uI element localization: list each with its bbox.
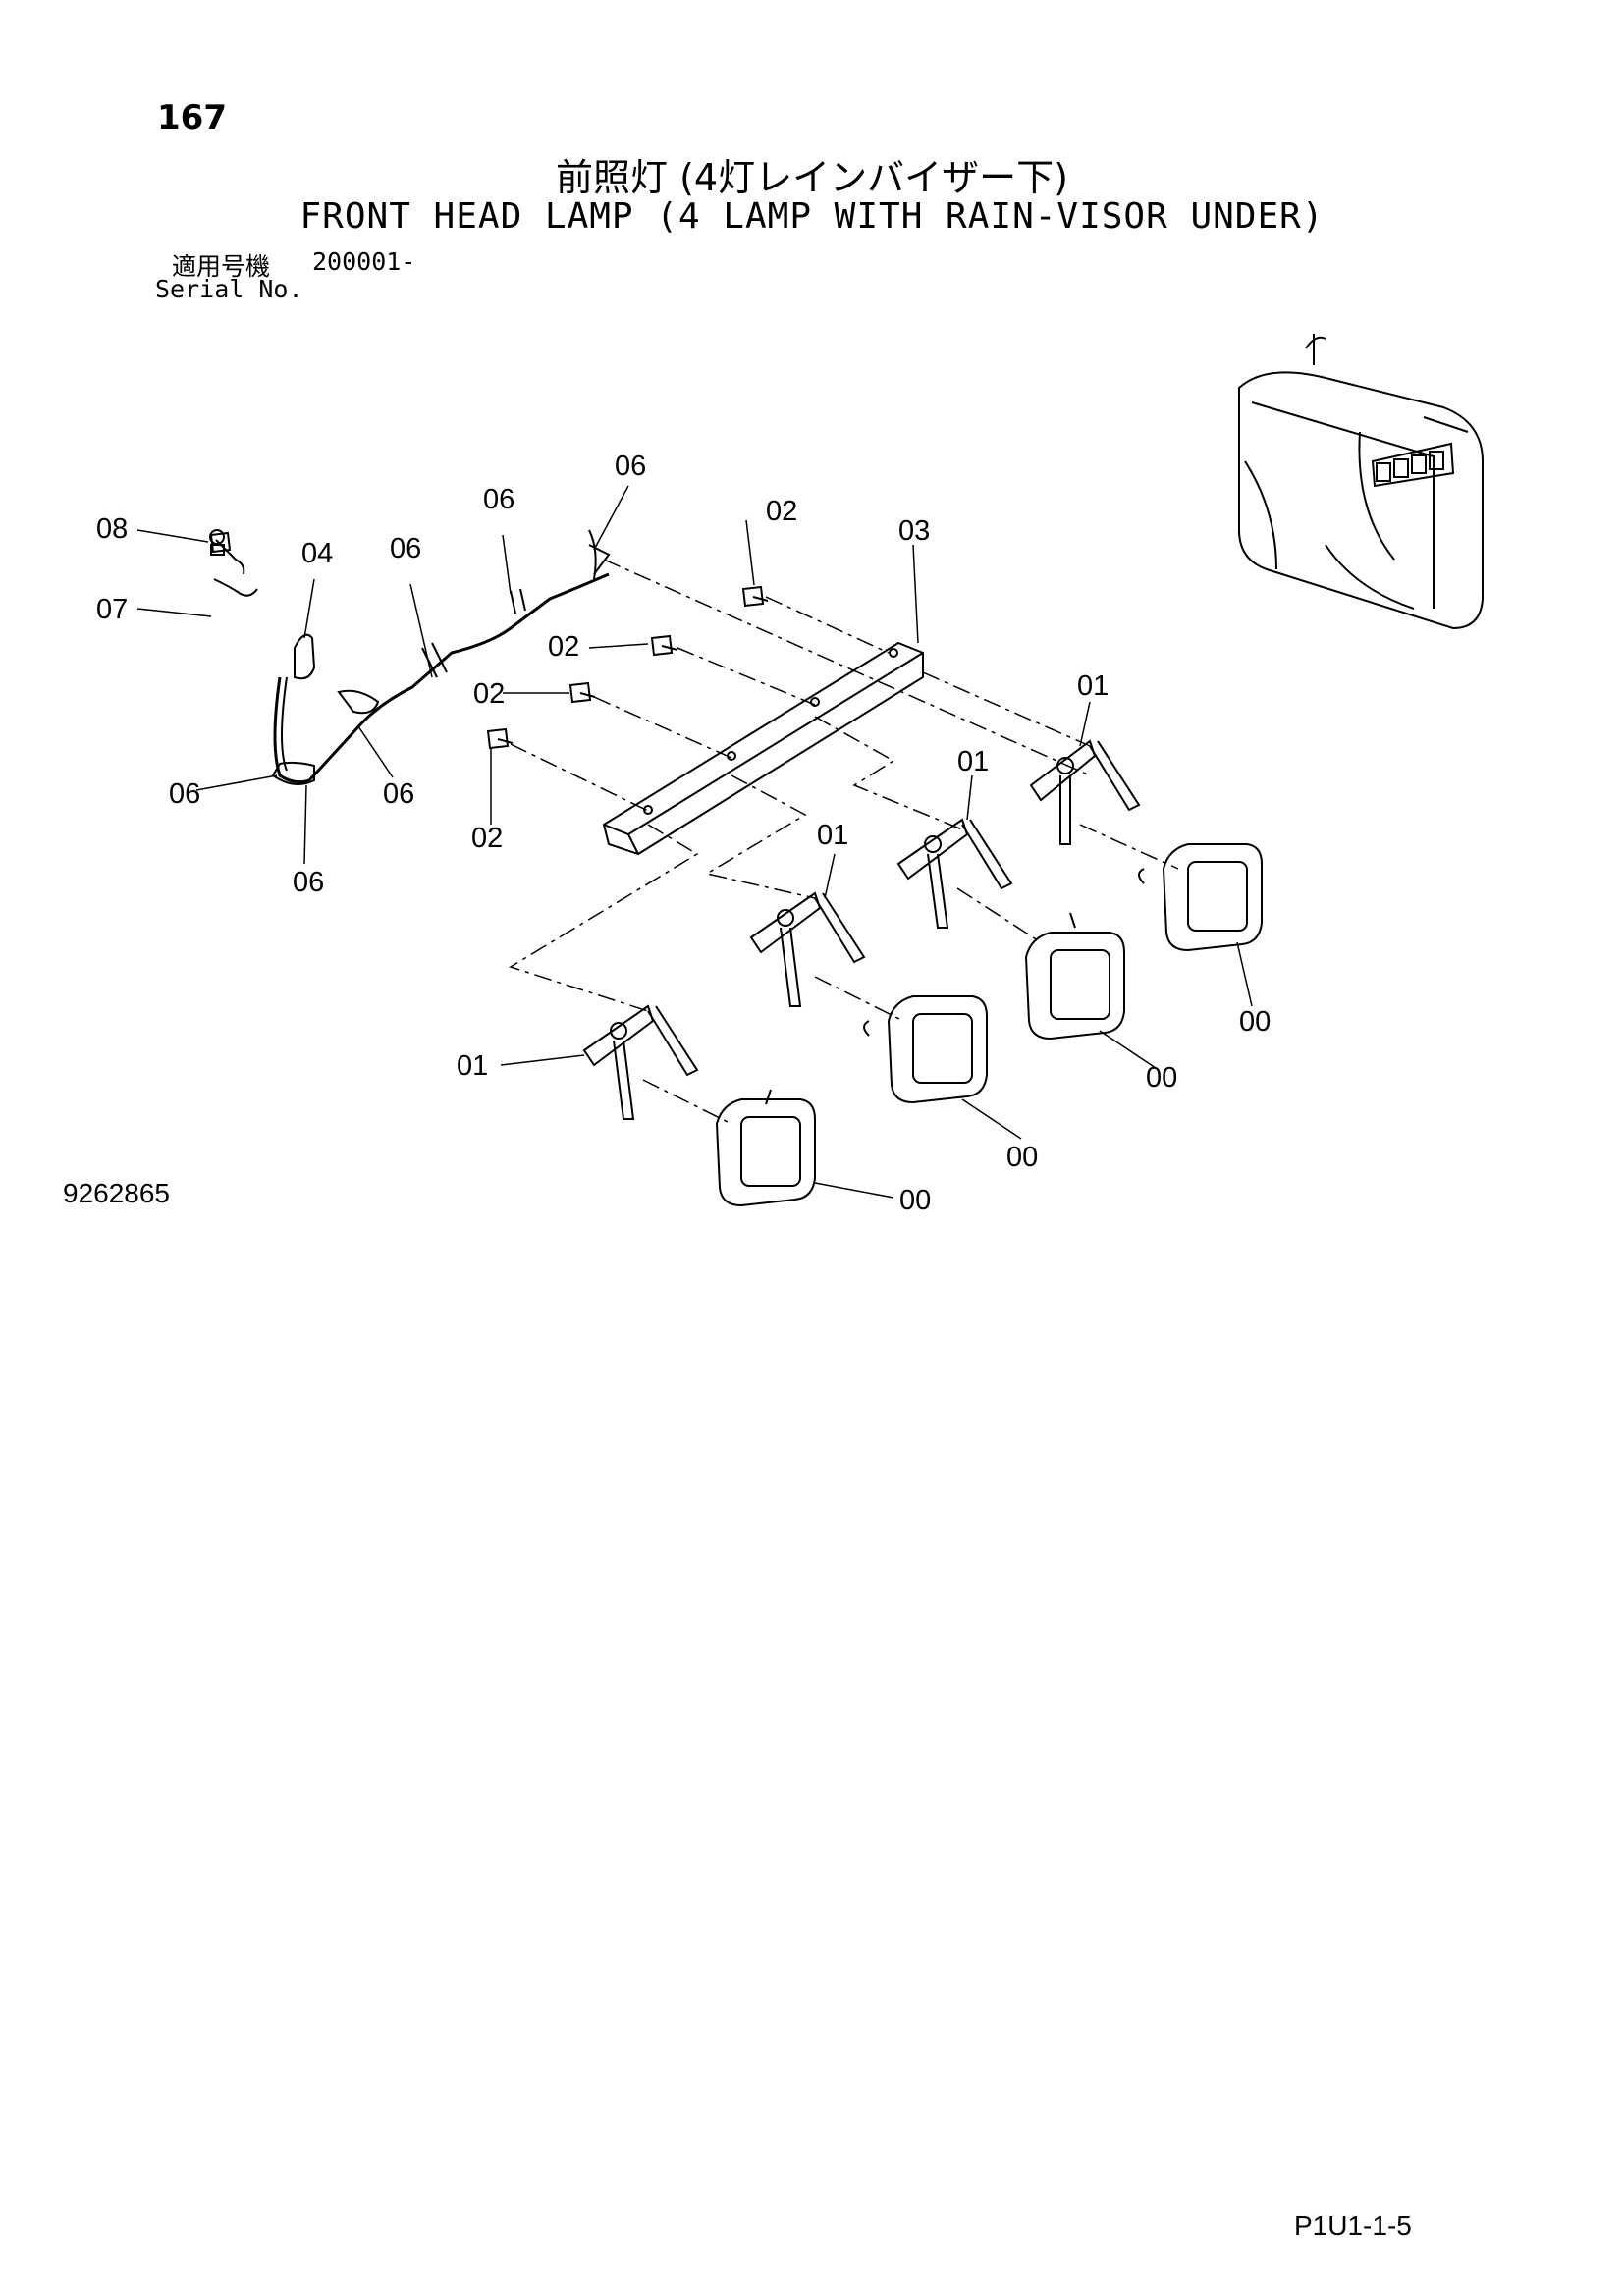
lamp-bracket-group	[582, 739, 1141, 1120]
callout-02: 02	[471, 823, 503, 854]
callout-06: 06	[483, 484, 514, 515]
callout-08: 08	[96, 513, 128, 545]
callout-06: 06	[169, 778, 200, 810]
callout-03: 03	[898, 515, 930, 547]
wiring-harness	[209, 529, 611, 785]
drawing-number: 9262865	[63, 1178, 171, 1208]
serial-value: 200001-	[312, 247, 416, 276]
page-number: 167	[157, 98, 227, 137]
page-code: P1U1-1-5	[1294, 2211, 1412, 2241]
callout-00: 00	[1006, 1142, 1038, 1173]
callout-01: 01	[817, 820, 848, 851]
page-title-jp: 前照灯 (4灯レインバイザー下)	[556, 156, 1068, 199]
mounting-bracket	[602, 641, 924, 856]
cab-locator-view	[1238, 334, 1484, 630]
callout-labels: 08 07 04 06 06 06 02 03 02 02 02 01 01 0…	[96, 451, 1271, 1216]
assembly-lines	[509, 559, 1179, 1125]
lamp-group	[715, 843, 1263, 1207]
serial-label-en: Serial No.	[155, 275, 303, 303]
bolt-group	[209, 531, 769, 750]
callout-06: 06	[293, 867, 324, 898]
callout-00: 00	[1239, 1006, 1271, 1038]
callout-06: 06	[390, 533, 421, 564]
callout-04: 04	[301, 538, 333, 569]
callout-02: 02	[473, 678, 505, 710]
callout-01: 01	[1077, 670, 1109, 702]
callout-00: 00	[899, 1185, 931, 1216]
callout-01: 01	[457, 1050, 488, 1082]
callout-07: 07	[96, 594, 128, 625]
callout-01: 01	[957, 746, 989, 777]
callout-00: 00	[1146, 1062, 1177, 1094]
serial-label-jp: 適用号機	[172, 252, 271, 281]
page-title-en: FRONT HEAD LAMP (4 LAMP WITH RAIN-VISOR …	[299, 196, 1325, 237]
leader-lines	[136, 485, 1253, 1199]
callout-06: 06	[383, 778, 414, 810]
callout-02: 02	[548, 631, 579, 663]
callout-06: 06	[615, 451, 646, 482]
callout-02: 02	[766, 496, 797, 527]
